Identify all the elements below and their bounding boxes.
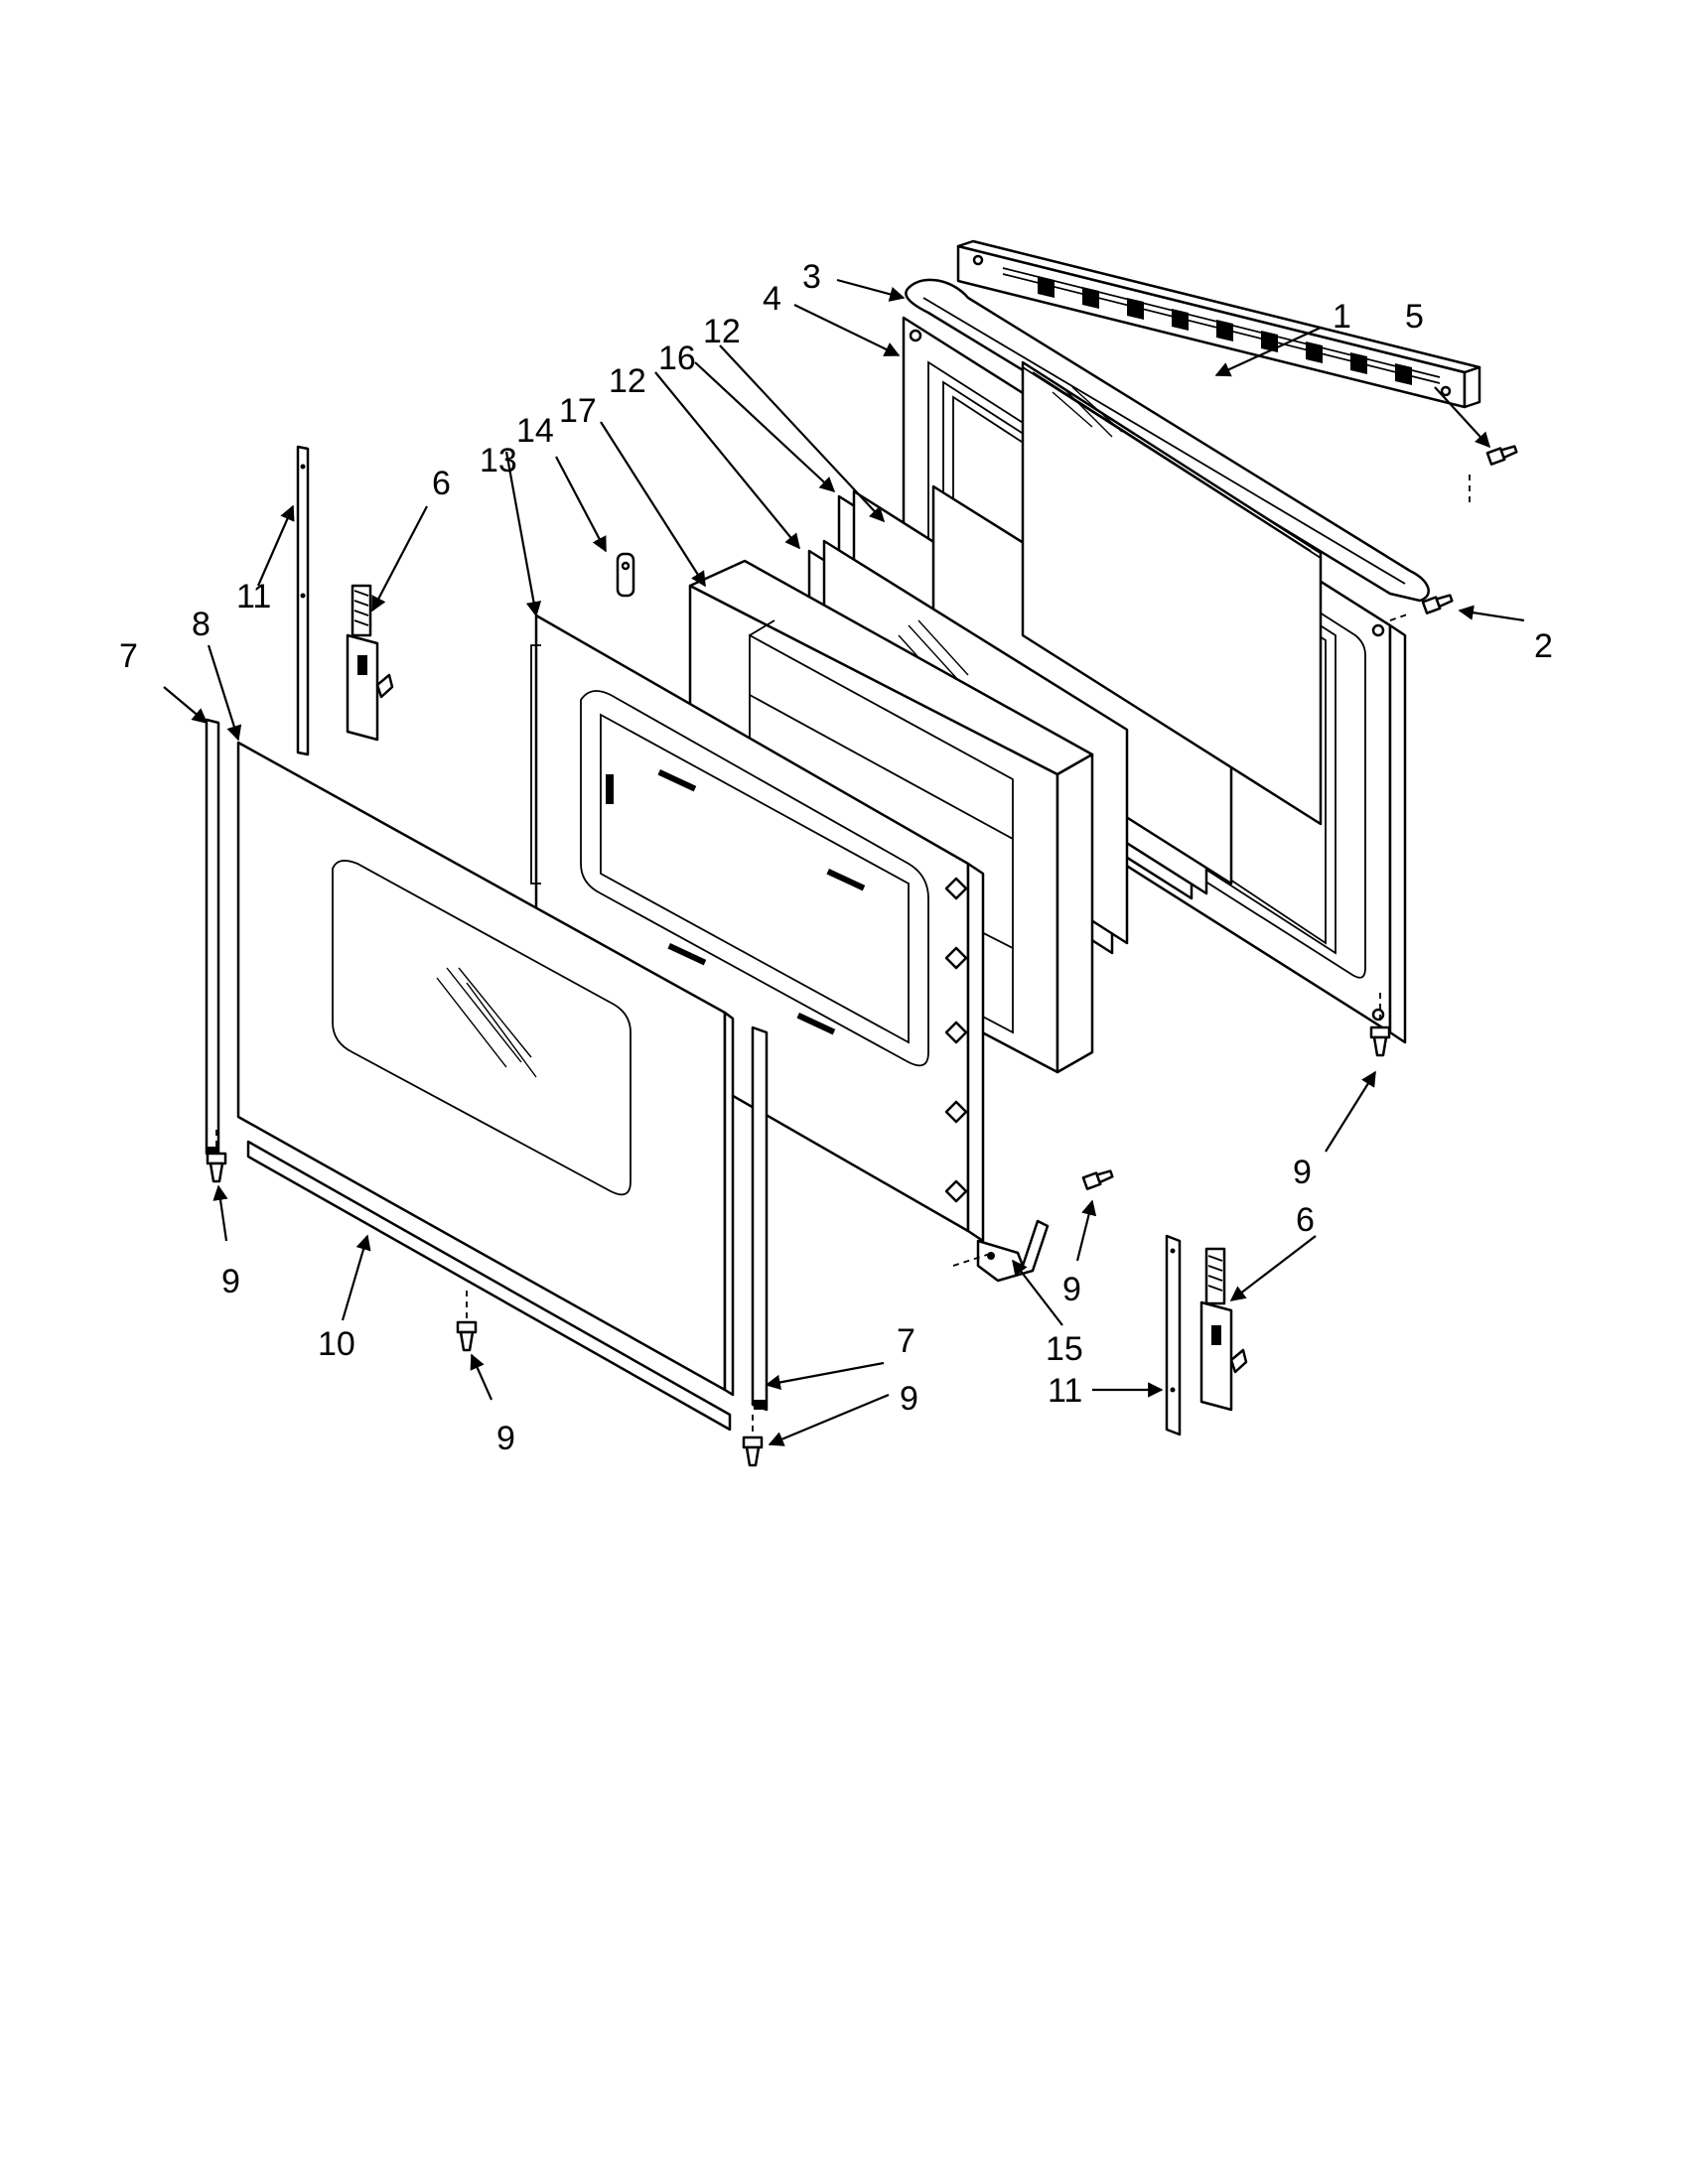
callout-11-a: 11: [236, 578, 271, 615]
callout-14: 14: [516, 412, 554, 450]
callout-16: 16: [658, 340, 696, 377]
callout-5: 5: [1405, 298, 1424, 336]
vent-trim-part: [956, 239, 1481, 409]
callout-9-a: 9: [221, 1263, 240, 1300]
callout-9-e: 9: [1293, 1154, 1312, 1191]
callout-13: 13: [480, 442, 517, 479]
screw-part-9-a: [206, 1152, 227, 1183]
callout-10: 10: [318, 1325, 355, 1363]
callout-6-a: 6: [432, 465, 451, 502]
callout-15: 15: [1046, 1330, 1083, 1368]
callout-12-b: 12: [609, 362, 646, 400]
hinge-right-part: [1199, 1247, 1248, 1412]
hinge-receiver-left-part: [296, 445, 310, 756]
screw-part-9-e: [1369, 1025, 1391, 1057]
screw-part-9-d: [1081, 1169, 1114, 1190]
bottom-trim-part: [246, 1140, 732, 1432]
callout-8: 8: [192, 606, 211, 643]
door-liner-frame-part: [530, 614, 985, 1243]
callout-7-a: 7: [119, 637, 138, 675]
callout-labels: 1 2 3 4 5 6 6 7 7 8 9 9 9 9 9 10 11 11 1…: [119, 258, 1553, 1457]
side-trim-right-part: [751, 1025, 769, 1412]
screw-part-2: [1421, 594, 1454, 614]
callout-17: 17: [559, 392, 597, 430]
hinge-left-part: [346, 584, 394, 742]
callout-11-b: 11: [1048, 1372, 1082, 1410]
door-handle-part: [905, 278, 1430, 603]
callout-2: 2: [1534, 627, 1553, 665]
callout-7-b: 7: [897, 1322, 915, 1360]
leader-lines: [163, 278, 1525, 1446]
callout-9-b: 9: [496, 1420, 515, 1457]
screw-part-5: [1485, 445, 1518, 466]
outer-door-panel-part: [236, 741, 735, 1397]
callout-9-c: 9: [900, 1380, 918, 1418]
clip-part: [616, 552, 635, 598]
callout-6-b: 6: [1296, 1201, 1315, 1239]
screw-part-9-b: [456, 1320, 478, 1352]
side-trim-left-part: [205, 718, 220, 1159]
callout-12-a: 12: [703, 313, 741, 350]
callout-3: 3: [802, 258, 821, 296]
callout-9-d: 9: [1062, 1271, 1081, 1308]
callout-4: 4: [763, 280, 781, 318]
alignment-lines: [215, 475, 1471, 1433]
screw-part-9-c: [742, 1435, 764, 1467]
callout-1: 1: [1333, 298, 1351, 336]
bracket-part: [976, 1219, 1050, 1283]
hinge-receiver-right-part: [1165, 1234, 1182, 1436]
